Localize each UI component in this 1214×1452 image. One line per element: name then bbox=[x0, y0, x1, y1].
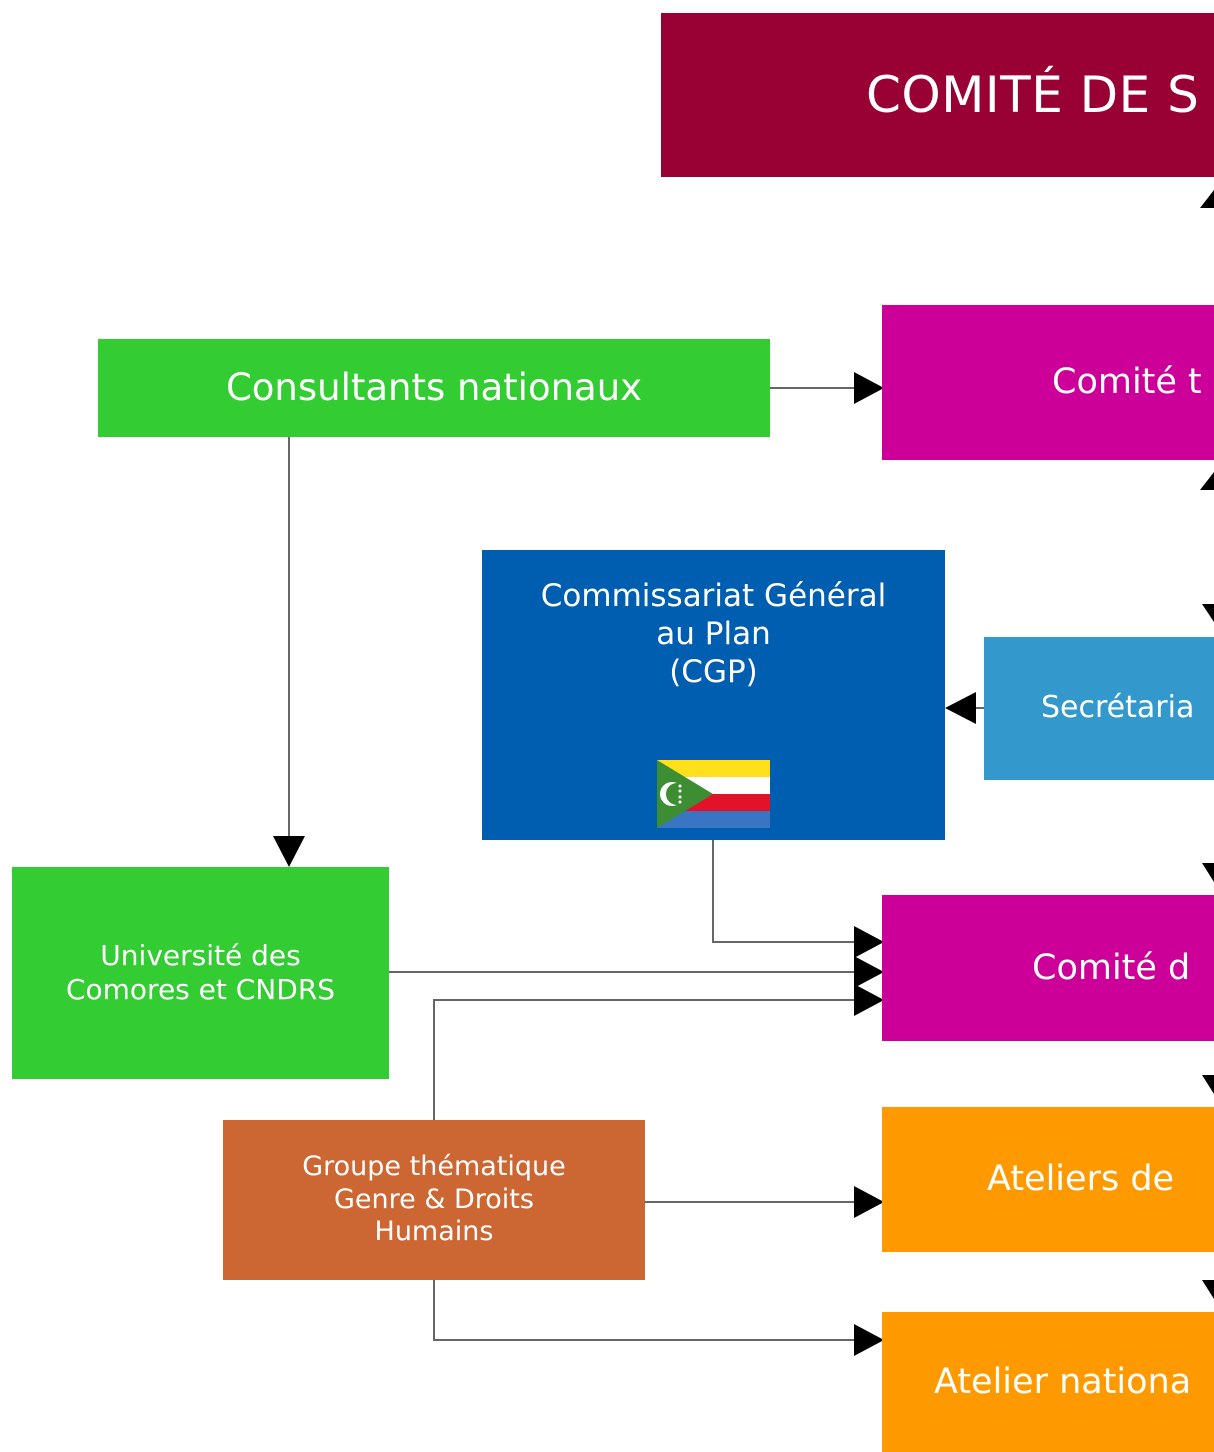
comite-de-suivi-label: COMITÉ DE S bbox=[866, 65, 1200, 124]
comoros-flag-icon bbox=[657, 760, 770, 828]
comite-technique-box: Comité t bbox=[882, 305, 1214, 460]
comite-de-suivi-box: COMITÉ DE S bbox=[661, 13, 1214, 177]
arrowhead bbox=[854, 926, 884, 958]
edge-groupe-to-comite-d bbox=[433, 999, 856, 1120]
arrowhead bbox=[854, 1186, 884, 1218]
arrowhead bbox=[1202, 1075, 1214, 1094]
cgp-label: Commissariat Général au Plan (CGP) bbox=[540, 578, 887, 690]
universite-label: Université des Comores et CNDRS bbox=[65, 938, 336, 1006]
arrowhead bbox=[854, 1324, 884, 1356]
cgp-box: Commissariat Général au Plan (CGP) bbox=[482, 550, 945, 840]
groupe-thematique-label: Groupe thématique Genre & Droits Humains bbox=[302, 1150, 566, 1248]
arrowhead bbox=[1200, 190, 1214, 208]
arrowhead bbox=[854, 372, 884, 404]
ateliers-box: Ateliers de bbox=[882, 1107, 1214, 1252]
arrowhead bbox=[945, 692, 976, 724]
comite-d-box: Comité d bbox=[882, 895, 1214, 1041]
arrowhead bbox=[854, 984, 884, 1016]
comite-d-label: Comité d bbox=[1032, 947, 1191, 988]
arrowhead bbox=[854, 956, 884, 988]
edge-groupe-to-atelier-national bbox=[433, 1280, 856, 1341]
arrowhead bbox=[1200, 472, 1214, 490]
arrowhead bbox=[1202, 604, 1214, 622]
edge-cgp-to-comite-d bbox=[712, 840, 856, 943]
consultants-nationaux-label: Consultants nationaux bbox=[225, 366, 643, 410]
arrowhead bbox=[1202, 1280, 1214, 1299]
secretariat-box: Secrétaria bbox=[984, 637, 1214, 780]
atelier-national-label: Atelier nationa bbox=[934, 1361, 1192, 1402]
atelier-national-box: Atelier nationa bbox=[882, 1312, 1214, 1452]
ateliers-label: Ateliers de bbox=[987, 1159, 1175, 1200]
arrowhead bbox=[1202, 863, 1214, 882]
arrowhead bbox=[273, 836, 305, 867]
consultants-nationaux-box: Consultants nationaux bbox=[98, 339, 770, 437]
universite-box: Université des Comores et CNDRS bbox=[12, 867, 389, 1079]
secretariat-label: Secrétaria bbox=[1041, 690, 1195, 726]
comite-technique-label: Comité t bbox=[1052, 362, 1202, 403]
groupe-thematique-box: Groupe thématique Genre & Droits Humains bbox=[223, 1120, 645, 1280]
